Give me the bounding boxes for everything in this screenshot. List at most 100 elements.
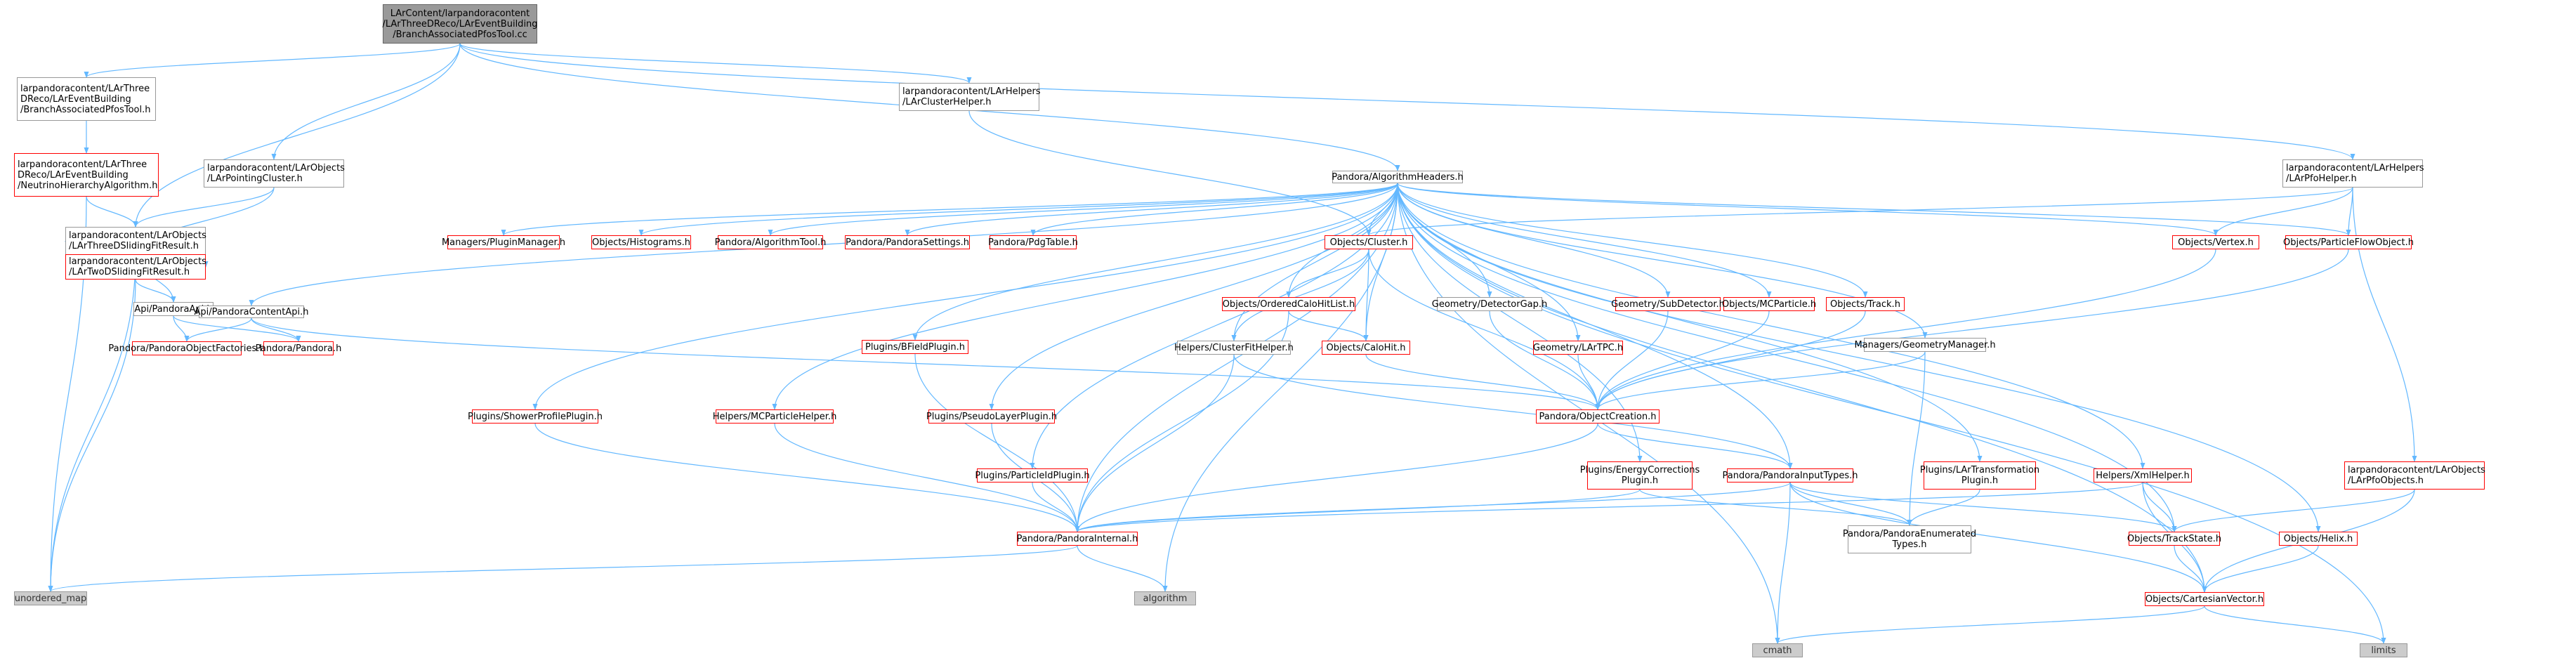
edge-algh-hxml [1397, 183, 2145, 469]
node-lar-transformation-plugin-h[interactable]: Plugins/LArTransformation Plugin.h [1920, 461, 2039, 490]
node-unordered-map: unordered_map [14, 591, 87, 605]
edge-pfohelp-opfo [2346, 187, 2353, 236]
edge-hmcp-ppi [774, 423, 1080, 532]
edge-hcfh-ppit [1233, 354, 1793, 469]
node-pandora-h[interactable]: Pandora/Pandora.h [256, 341, 341, 355]
node-lar-pfo-objects-h[interactable]: larpandoracontent/LArObjects /LArPfoObje… [2344, 461, 2485, 490]
edge-ooch-och [1288, 310, 1369, 341]
edge-root-clhelp [459, 43, 972, 84]
edge-algh-ohel [1397, 183, 2321, 532]
edge-root-l3d [133, 43, 461, 228]
node-track-state-h[interactable]: Objects/TrackState.h [2127, 532, 2221, 546]
node-xml-helper-h[interactable]: Helpers/XmlHelper.h [2094, 468, 2192, 483]
edge-ppid-ppi [1032, 482, 1080, 532]
edge-root-bapth [84, 43, 461, 78]
edge-omcp-poc [1595, 310, 1770, 410]
edge-algh-ovtx [1397, 183, 2219, 236]
edge-algh-pplp [989, 183, 1398, 410]
node-pseudo-layer-plugin-h[interactable]: Plugins/PseudoLayerPlugin.h [926, 409, 1057, 424]
node-mc-particle-h[interactable]: Objects/MCParticle.h [1722, 297, 1816, 311]
node-shower-profile-plugin-h[interactable]: Plugins/ShowerProfilePlugin.h [468, 409, 603, 424]
node-sub-detector-h[interactable]: Geometry/SubDetector.h [1611, 297, 1725, 311]
edge-ocl-ooch [1286, 249, 1369, 298]
edge-ovtx-poc [1595, 249, 2216, 410]
edge-ppit-gcm [1775, 482, 1791, 644]
node-cluster-fit-helper-h[interactable]: Helpers/ClusterFitHelper.h [1174, 341, 1294, 355]
edge-algh-ocv [1397, 183, 2207, 593]
node-lar-pointing-cluster-h[interactable]: larpandoracontent/LArObjects /LArPointin… [204, 159, 345, 188]
node-pdg-table-h[interactable]: Pandora/PdgTable.h [988, 235, 1078, 249]
node-pandora-settings-h[interactable]: Pandora/PandoraSettings.h [845, 235, 970, 249]
edge-mgm-poc [1595, 351, 1926, 410]
node-ordered-calo-hit-list-h[interactable]: Objects/OrderedCaloHitList.h [1222, 297, 1355, 311]
edge-algh-pspp [532, 183, 1398, 410]
node-lar-three-d-sliding-fit-result-h[interactable]: larpandoracontent/LArObjects /LArThreeDS… [65, 227, 206, 255]
edge-mgm-ppet [1907, 351, 1926, 526]
node-particle-id-plugin-h[interactable]: Plugins/ParticleIdPlugin.h [975, 468, 1090, 483]
edge-och-poc [1365, 354, 1601, 410]
node-pandora-api-h[interactable]: Api/PandoraApi.h [133, 302, 213, 316]
node-cartesian-vector-h[interactable]: Objects/CartesianVector.h [2145, 592, 2264, 606]
edge-papi-pof [173, 315, 190, 342]
node-bfield-plugin-h[interactable]: Plugins/BFieldPlugin.h [862, 340, 968, 354]
edge-clhelp-ocl [968, 110, 1372, 236]
node-algorithm-tool-h[interactable]: Pandora/AlgorithmTool.h [715, 235, 826, 249]
node-helix-h[interactable]: Objects/Helix.h [2279, 532, 2358, 546]
node-histograms-h[interactable]: Objects/Histograms.h [591, 235, 691, 249]
edge-root-pfohelp [459, 43, 2355, 160]
edge-pec-ppi [1075, 489, 1641, 532]
node-limits: limits [2360, 643, 2407, 657]
node-pandora-input-types-h[interactable]: Pandora/PandoraInputTypes.h [1723, 468, 1858, 483]
node-lar-pfo-helper-h[interactable]: larpandoracontent/LArHelpers /LArPfoHelp… [2282, 159, 2424, 188]
node-geometry-manager-h[interactable]: Managers/GeometryManager.h [1854, 338, 1996, 352]
edge-papi-ppandora [173, 315, 301, 342]
edge-ocl-poc [1368, 249, 1601, 410]
node-pandora-internal-h[interactable]: Pandora/PandoraInternal.h [1017, 532, 1138, 546]
edge-algh-hmcp [772, 183, 1398, 410]
edge-l3d-umap [48, 254, 136, 592]
edge-hxml-ppi [1075, 482, 2143, 532]
node-pandora-enumerated-types-h[interactable]: Pandora/PandoraEnumerated Types.h [1843, 525, 1976, 553]
edge-ppit-ots [1789, 482, 2177, 532]
edge-algh-ppdg [1030, 183, 1398, 236]
node-pandora-object-factories-h[interactable]: Pandora/PandoraObjectFactories.h [108, 341, 265, 355]
edge-pcapi-pof [184, 317, 252, 342]
node-lar-cluster-helper-h[interactable]: larpandoracontent/LArHelpers /LArCluster… [899, 83, 1041, 111]
node-mc-particle-helper-h[interactable]: Helpers/MCParticleHelper.h [713, 409, 836, 424]
edge-ppi-umap [48, 545, 1078, 592]
edge-algh-opfo [1397, 183, 2351, 236]
edge-pcapi-ppandora [251, 317, 301, 342]
edge-pcapi-poc [251, 317, 1601, 410]
node-pandora-content-api-h[interactable]: Api/PandoraContentApi.h [194, 306, 309, 318]
node-lar-tpc-h[interactable]: Geometry/LArTPC.h [1533, 341, 1623, 355]
edge-glt-poc [1577, 354, 1601, 410]
node-vertex-h[interactable]: Objects/Vertex.h [2172, 235, 2259, 249]
node-branch-associated-pfos-tool-h[interactable]: larpandoracontent/LArThree DReco/LArEven… [17, 77, 156, 121]
node-detector-gap-h[interactable]: Geometry/DetectorGap.h [1432, 297, 1547, 311]
node-energy-corrections-plugin-h[interactable]: Plugins/EnergyCorrections Plugin.h [1580, 461, 1700, 490]
node-particle-flow-object-h[interactable]: Objects/ParticleFlowObject.h [2283, 235, 2414, 249]
edge-algh-ppid [1030, 183, 1398, 469]
node-cluster-h[interactable]: Objects/Cluster.h [1325, 235, 1413, 249]
node-cmath: cmath [1752, 643, 1803, 657]
edge-ppi-galg [1077, 545, 1168, 592]
node-plugin-manager-h[interactable]: Managers/PluginManager.h [442, 235, 565, 249]
edge-algh-pbf [912, 183, 1398, 341]
node-calo-hit-h[interactable]: Objects/CaloHit.h [1322, 341, 1410, 355]
edge-algh-galg [1162, 183, 1398, 592]
edge-pltp-ppet [1907, 489, 1980, 526]
edge-pec-ppet [1639, 489, 1912, 526]
node-neutrino-hierarchy-algorithm-h[interactable]: larpandoracontent/LArThree DReco/LArEven… [14, 153, 159, 197]
edge-otrk-poc [1595, 310, 1866, 410]
edge-lpc-l3d [133, 187, 275, 228]
edge-ocv-gcm [1775, 605, 2205, 644]
node-algorithm-headers-h[interactable]: Pandora/AlgorithmHeaders.h [1332, 171, 1464, 183]
edge-ocl-hcfh [1231, 249, 1369, 341]
edge-pfohelp-ovtx [2213, 187, 2353, 236]
node-track-h[interactable]: Objects/Track.h [1826, 297, 1905, 311]
node-lar-two-d-sliding-fit-result-h[interactable]: larpandoracontent/LArObjects /LArTwoDSli… [65, 254, 206, 280]
edge-algh-mpm [501, 183, 1398, 236]
node-algorithm: algorithm [1134, 591, 1196, 605]
edge-root-lpc [271, 43, 461, 160]
node-object-creation-h[interactable]: Pandora/ObjectCreation.h [1536, 409, 1660, 424]
